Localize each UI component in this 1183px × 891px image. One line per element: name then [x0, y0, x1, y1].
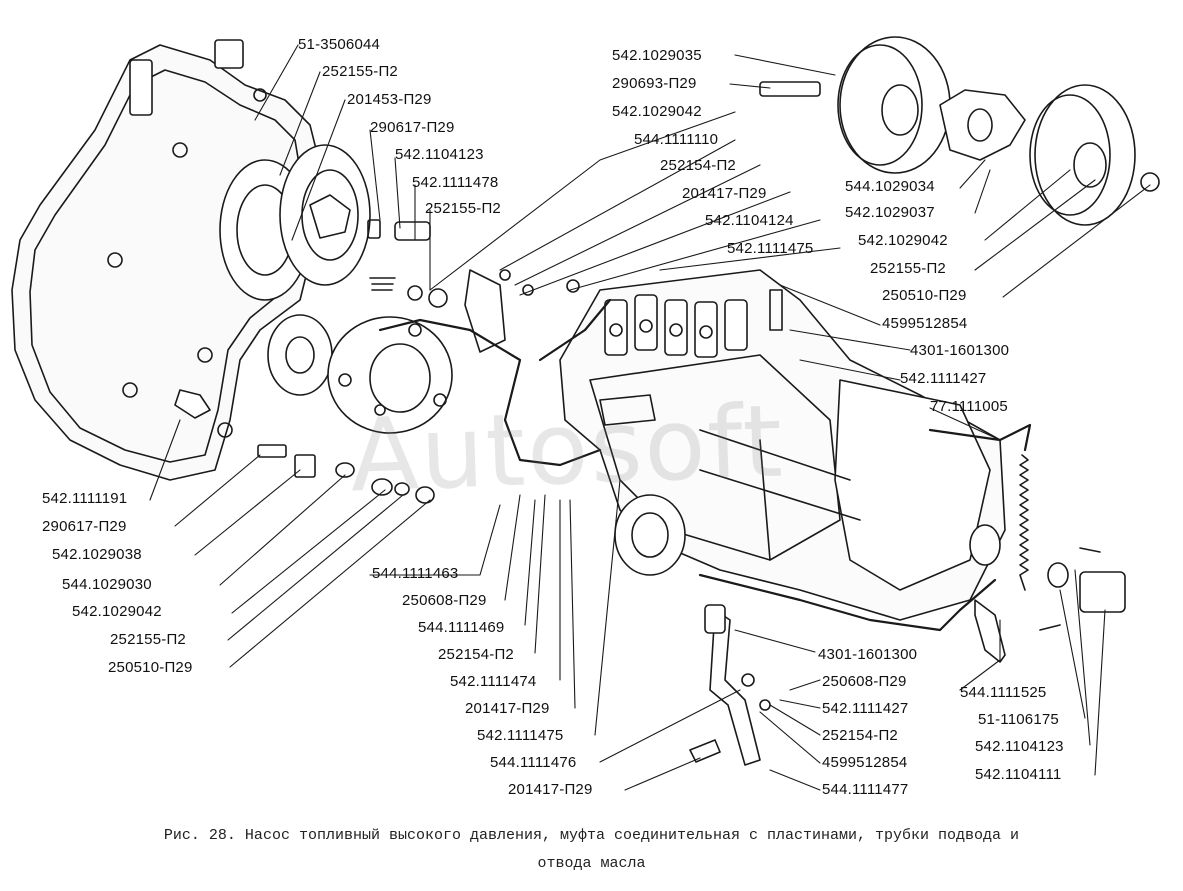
drive-coupling-disks	[759, 36, 1160, 226]
part-label: 542.1111427	[822, 700, 909, 717]
part-label: 290617-П29	[42, 518, 127, 535]
part-label: 51-1106175	[978, 711, 1059, 728]
part-label: 252154-П2	[822, 727, 898, 744]
part-label: 250608-П29	[822, 673, 907, 690]
part-label: 201453-П29	[347, 91, 432, 108]
part-label: 4301-1601300	[910, 342, 1010, 359]
part-label: 252155-П2	[110, 631, 186, 648]
caption-line-2: отвода масла	[537, 855, 646, 872]
part-label: 77.1111005	[930, 398, 1008, 415]
part-label: 290617-П29	[370, 119, 455, 136]
part-label: 544.1111110	[634, 131, 719, 148]
part-label: 250510-П29	[108, 659, 193, 676]
part-label: 544.1111477	[822, 781, 909, 798]
part-label: 542.1104123	[395, 146, 484, 163]
part-label: 544.1111476	[490, 754, 577, 771]
part-label: 544.1029034	[845, 178, 935, 195]
part-label: 542.1104111	[975, 766, 1062, 783]
coupling-plate	[327, 316, 453, 434]
oil-tubes	[378, 298, 1032, 632]
part-label: 252155-П2	[425, 200, 501, 217]
part-label: 544.1111525	[960, 684, 1047, 701]
part-label: 544.1111463	[372, 565, 459, 582]
part-label: 542.1111475	[477, 727, 564, 744]
part-label: 542.1111427	[900, 370, 987, 387]
part-label: 542.1111191	[42, 490, 128, 507]
part-label: 542.1029042	[858, 232, 948, 249]
figure-caption: Рис. 28. Насос топливный высокого давлен…	[0, 822, 1183, 878]
part-label: 542.1111478	[412, 174, 499, 191]
part-label: 542.1029042	[612, 103, 702, 120]
part-label: 4301-1601300	[818, 646, 918, 663]
part-label: 542.1104123	[975, 738, 1064, 755]
gear-housing-cover	[11, 39, 333, 481]
part-label: 51-3506044	[298, 36, 381, 53]
part-label: 544.1029030	[62, 576, 152, 593]
part-label: 542.1029035	[612, 47, 702, 64]
part-label: 250510-П29	[882, 287, 967, 304]
part-label: 542.1111475	[727, 240, 814, 257]
part-label: 542.1029038	[52, 546, 142, 563]
part-label: 201417-П29	[682, 185, 767, 202]
exploded-parts-drawing	[11, 36, 1160, 791]
part-label: 544.1111469	[418, 619, 505, 636]
part-label: 542.1104124	[705, 212, 794, 229]
part-label: 252154-П2	[438, 646, 514, 663]
coupling-flange	[279, 144, 371, 286]
part-label: 542.1029042	[72, 603, 162, 620]
part-label: 201417-П29	[508, 781, 593, 798]
part-label: 201417-П29	[465, 700, 550, 717]
lever-and-spring	[689, 454, 1126, 766]
part-label: 252155-П2	[322, 63, 398, 80]
part-label: 252154-П2	[660, 157, 736, 174]
part-label: 542.1029037	[845, 204, 935, 221]
part-label: 290693-П29	[612, 75, 697, 92]
part-label: 252155-П2	[870, 260, 946, 277]
caption-line-1: Рис. 28. Насос топливный высокого давлен…	[163, 827, 1020, 844]
part-label: 4599512854	[882, 315, 968, 332]
leader-lines	[149, 44, 1151, 791]
part-label: 542.1111474	[450, 673, 537, 690]
part-label: 4599512854	[822, 754, 908, 771]
part-label: 250608-П29	[402, 592, 487, 609]
